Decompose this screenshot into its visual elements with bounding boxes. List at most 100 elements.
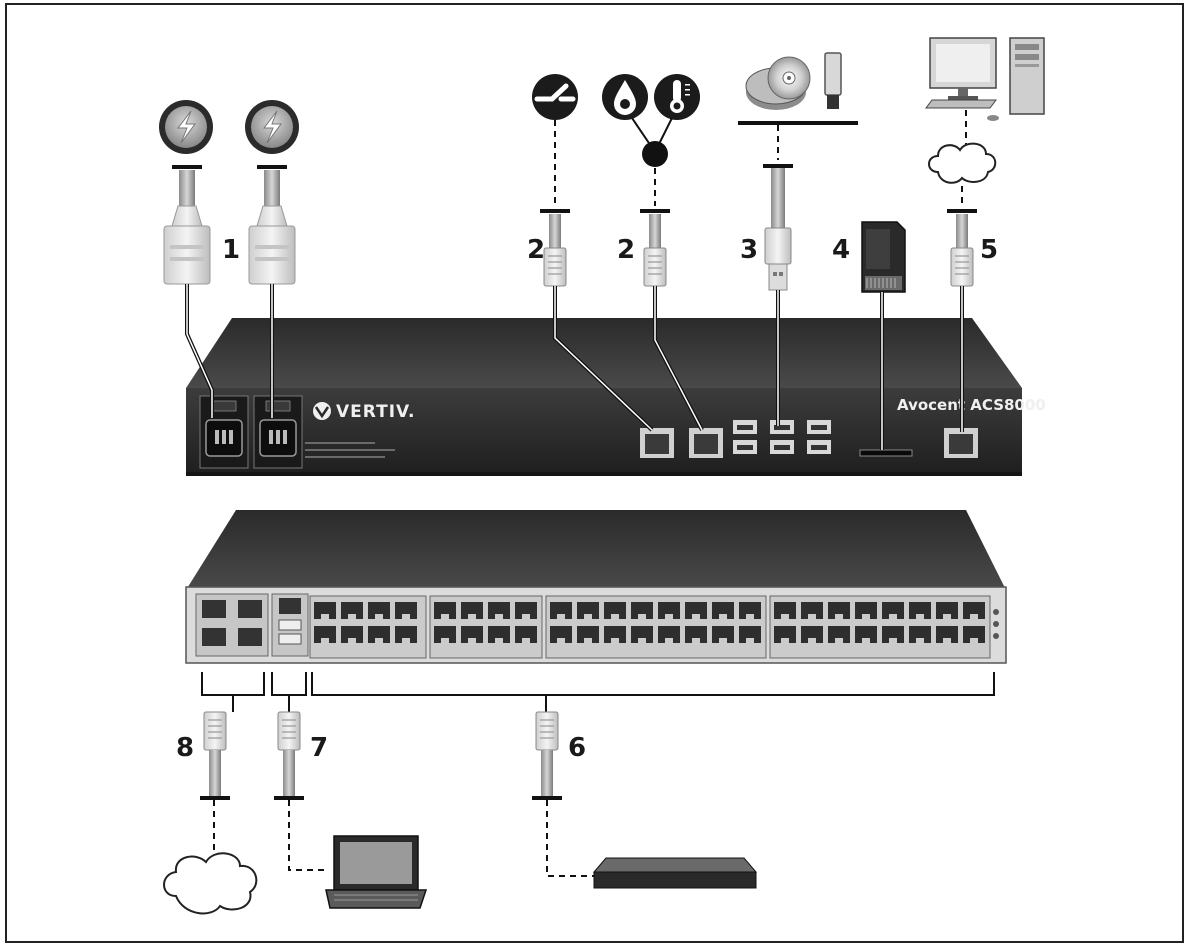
serial-port-latch xyxy=(943,638,951,643)
serial-port xyxy=(658,602,680,619)
serial-port-latch xyxy=(862,614,870,619)
serial-port xyxy=(461,626,483,643)
sd-card-icon xyxy=(861,221,906,293)
serial-port xyxy=(828,602,850,619)
serial-port xyxy=(774,602,796,619)
serial-port-latch xyxy=(746,614,754,619)
connector-marker xyxy=(172,165,202,169)
serial-port-latch xyxy=(862,638,870,643)
connector-marker xyxy=(947,209,977,213)
serial-port xyxy=(341,626,363,643)
serial-port xyxy=(604,626,626,643)
serial-port-latch xyxy=(808,638,816,643)
rj45-plug xyxy=(543,214,567,287)
serial-port-latch xyxy=(557,638,565,643)
usb-shelf xyxy=(738,121,858,125)
serial-port-latch xyxy=(916,614,924,619)
callout-3: 3 xyxy=(740,235,758,265)
serial-port xyxy=(909,626,931,643)
sensor-splitter xyxy=(642,141,668,167)
serial-port xyxy=(855,626,877,643)
serial-port xyxy=(685,626,707,643)
usb-plug xyxy=(764,168,792,291)
serial-port-latch xyxy=(638,638,646,643)
serial-port xyxy=(774,626,796,643)
serial-port-latch xyxy=(692,638,700,643)
serial-port-latch xyxy=(719,614,727,619)
serial-port-latch xyxy=(375,614,383,619)
water-sensor-icon xyxy=(602,74,648,120)
callout-5: 5 xyxy=(980,235,998,265)
serial-port xyxy=(963,602,985,619)
serial-port xyxy=(712,602,734,619)
serial-port-latch xyxy=(348,614,356,619)
serial-port xyxy=(658,626,680,643)
serial-port xyxy=(882,602,904,619)
callout-1: 1 xyxy=(222,235,240,265)
switch-icon xyxy=(532,74,578,120)
serial-port-latch xyxy=(970,614,978,619)
brand-label: VERTIV. xyxy=(336,402,415,422)
serial-port-latch xyxy=(781,638,789,643)
serial-port-latch xyxy=(441,638,449,643)
temperature-sensor-icon xyxy=(654,74,700,120)
serial-port xyxy=(314,602,336,619)
serial-port xyxy=(368,626,390,643)
serial-port xyxy=(515,626,537,643)
serial-port-latch xyxy=(781,614,789,619)
serial-port xyxy=(515,602,537,619)
serial-port xyxy=(461,602,483,619)
bracket-ports-6 xyxy=(311,672,995,696)
network-cloud-icon xyxy=(928,142,997,184)
serial-port xyxy=(909,602,931,619)
serial-port xyxy=(739,602,761,619)
vertiv-logo-icon xyxy=(313,402,331,420)
serial-port-latch xyxy=(719,638,727,643)
callout-7: 7 xyxy=(310,733,328,763)
cd-disc-icon xyxy=(745,56,811,110)
serial-port-latch xyxy=(495,614,503,619)
callout-2a: 2 xyxy=(527,235,545,265)
serial-port-latch xyxy=(808,614,816,619)
serial-port xyxy=(801,602,823,619)
serial-port-latch xyxy=(665,614,673,619)
serial-port-latch xyxy=(522,614,530,619)
serial-port xyxy=(712,626,734,643)
usb-drive-icon xyxy=(824,52,842,109)
serial-port-latch xyxy=(584,614,592,619)
serial-port xyxy=(550,626,572,643)
serial-port-latch xyxy=(943,614,951,619)
serial-port xyxy=(314,626,336,643)
rj45-plug xyxy=(535,711,559,796)
network-cloud-icon xyxy=(163,852,258,915)
serial-port-latch xyxy=(835,614,843,619)
serial-port-latch xyxy=(441,614,449,619)
serial-port xyxy=(631,602,653,619)
serial-port-latch xyxy=(746,638,754,643)
serial-port xyxy=(604,602,626,619)
serial-port xyxy=(341,602,363,619)
serial-port-latch xyxy=(495,638,503,643)
serial-port xyxy=(395,602,417,619)
connector-marker xyxy=(540,209,570,213)
connector-marker xyxy=(274,796,304,800)
rj45-plug xyxy=(203,711,227,796)
serial-port xyxy=(550,602,572,619)
serial-port xyxy=(577,626,599,643)
serial-port-latch xyxy=(835,638,843,643)
serial-port xyxy=(828,626,850,643)
serial-port-latch xyxy=(692,614,700,619)
laptop-icon xyxy=(325,835,428,909)
serial-port-latch xyxy=(468,638,476,643)
connector-marker xyxy=(532,796,562,800)
serial-port xyxy=(936,626,958,643)
serial-port xyxy=(488,626,510,643)
serial-port xyxy=(855,602,877,619)
serial-port xyxy=(395,626,417,643)
serial-port xyxy=(631,626,653,643)
serial-port-latch xyxy=(402,614,410,619)
serial-port-latch xyxy=(889,638,897,643)
serial-port xyxy=(685,602,707,619)
connector-marker xyxy=(640,209,670,213)
